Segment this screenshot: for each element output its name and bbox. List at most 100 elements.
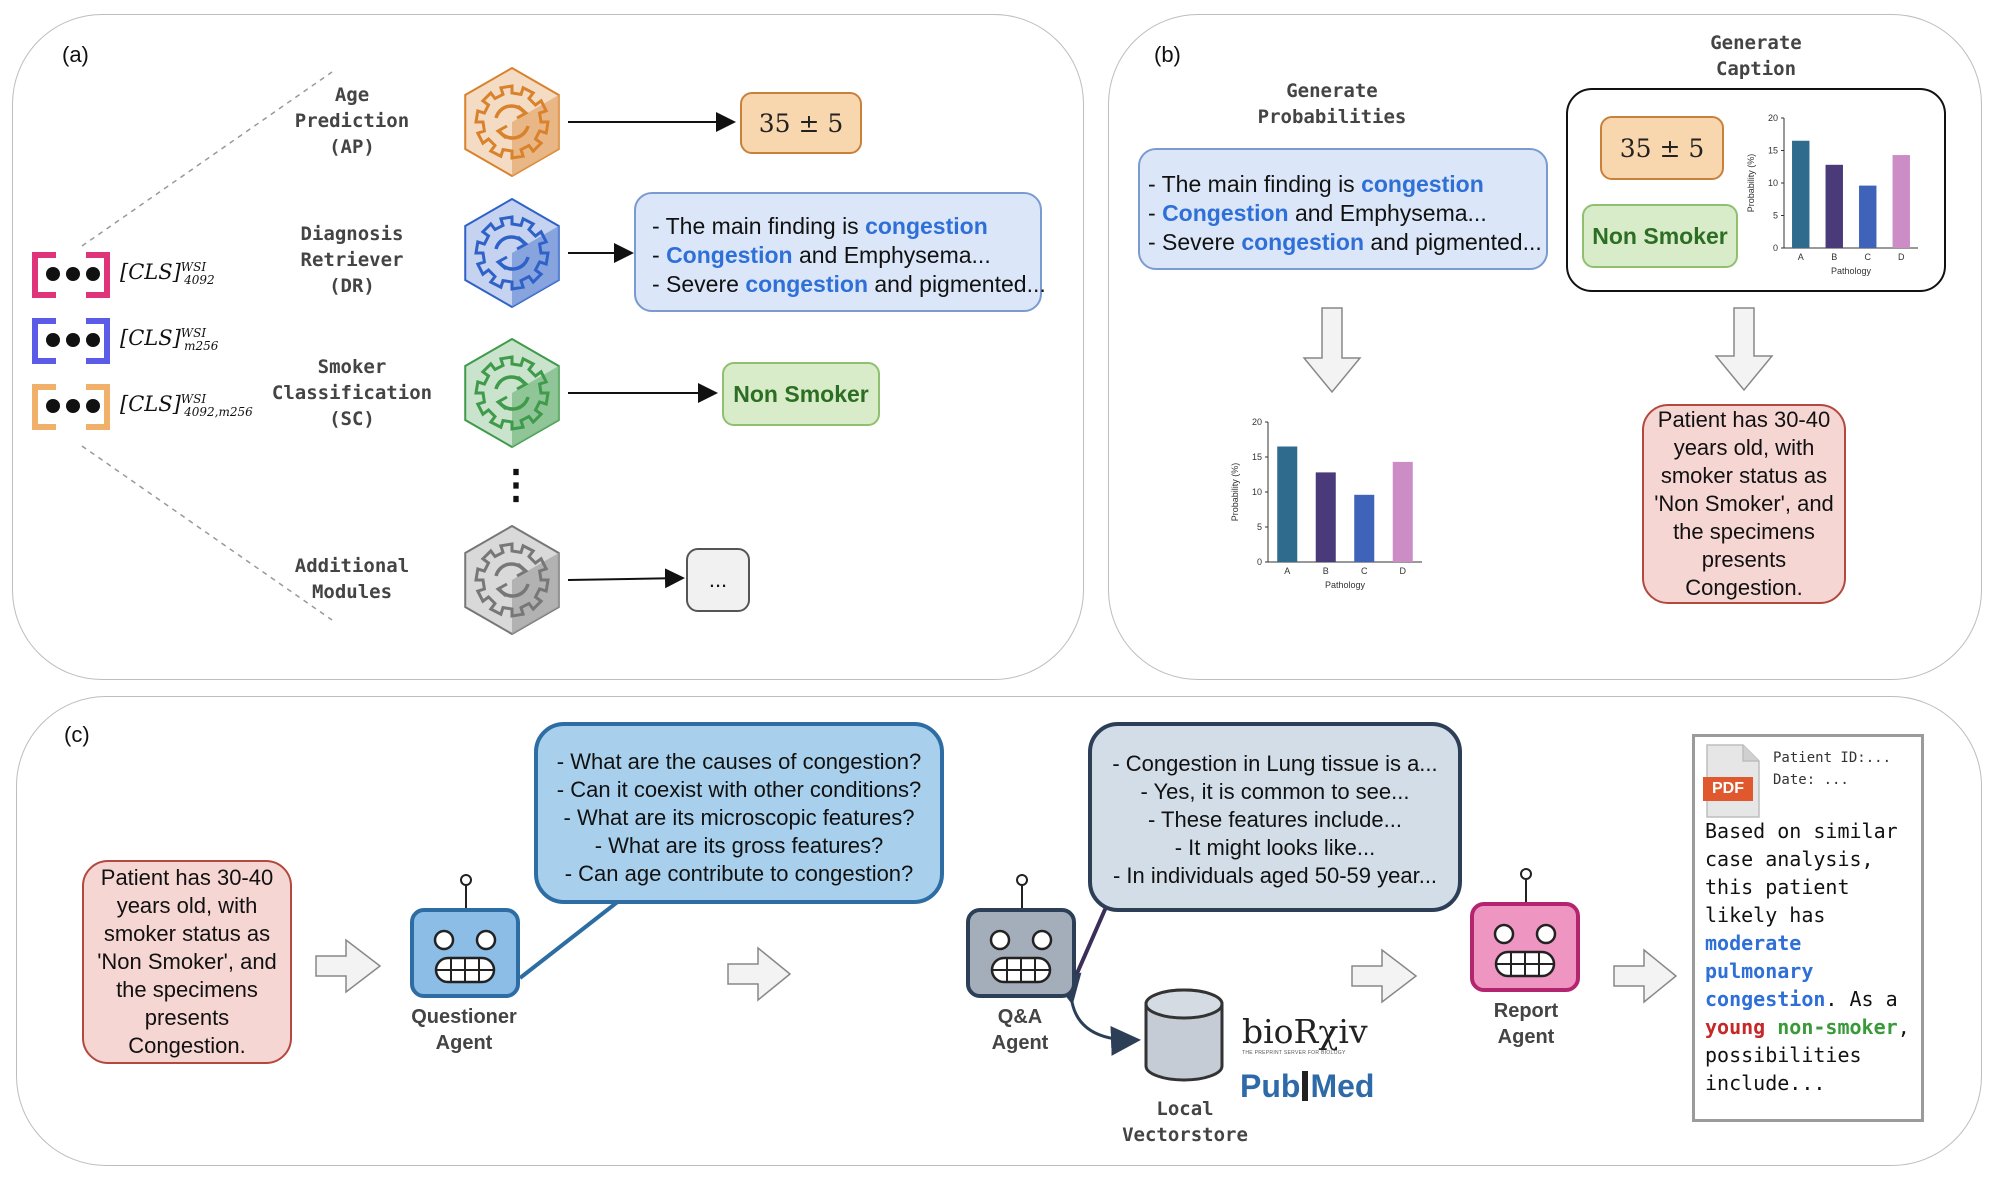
y-tick-label: 15 bbox=[1768, 146, 1778, 156]
y-tick-label: 5 bbox=[1257, 522, 1262, 532]
qa-robot-icon bbox=[966, 908, 1078, 1005]
sc-output-box: Non Smoker bbox=[722, 362, 880, 426]
bar bbox=[1354, 494, 1375, 562]
zoom-line-bottom bbox=[81, 445, 333, 621]
question-item: - What are its gross features? bbox=[594, 833, 884, 858]
age-prediction-module-icon bbox=[464, 66, 560, 178]
y-axis-label: Probability (%) bbox=[1746, 154, 1756, 213]
additional-output-box: ... bbox=[686, 548, 750, 612]
cls-token-label: [CLS]WSIm256 bbox=[120, 326, 219, 354]
module-label-ap: Age Prediction (AP) bbox=[294, 84, 410, 158]
diagnosis-line-text: - Severe bbox=[1148, 229, 1242, 255]
age-output-box: 35 ± 5 bbox=[740, 92, 862, 154]
report-agent-label: Report Agent bbox=[1493, 1000, 1559, 1048]
questioner-robot-face-icon bbox=[410, 908, 520, 998]
y-axis-label: Probability (%) bbox=[1230, 463, 1240, 522]
x-tick-label: B bbox=[1831, 252, 1837, 262]
diagnosis-keyword: Congestion bbox=[1162, 200, 1289, 226]
question-item: - What are its microscopic features? bbox=[563, 805, 915, 830]
module-label-additional: Additional Modules bbox=[294, 555, 410, 603]
answer-item: - Yes, it is common to see... bbox=[1140, 779, 1410, 804]
token-bracket-icon bbox=[32, 252, 110, 298]
diagnosis-line-text: and Emphysema... bbox=[1288, 200, 1487, 226]
y-tick-label: 20 bbox=[1768, 113, 1778, 123]
right-arrow-4 bbox=[1613, 948, 1678, 1004]
smoker-classification-module-icon bbox=[464, 337, 560, 449]
qa-antenna bbox=[1016, 874, 1028, 910]
down-arrow-probabilities bbox=[1302, 307, 1362, 394]
question-item: - What are the causes of congestion? bbox=[556, 749, 922, 774]
x-tick-label: D bbox=[1400, 566, 1407, 576]
module-label-dr: Diagnosis Retriever (DR) bbox=[300, 223, 404, 297]
pubmed-logo-pub: Pub bbox=[1240, 1068, 1301, 1104]
vectorstore-arrow bbox=[1051, 972, 1141, 1056]
down-arrow-caption bbox=[1714, 307, 1774, 392]
diagnosis-line: - The main finding is congestion bbox=[1148, 170, 1546, 199]
x-tick-label: A bbox=[1284, 566, 1290, 576]
bar bbox=[1392, 461, 1413, 562]
generate-probabilities-title: Generate Probabilities bbox=[1257, 80, 1407, 128]
dr-output-lines: - The main finding is congestion- Conges… bbox=[652, 212, 1046, 299]
report-text-1: Based on similar case analysis, this pat… bbox=[1705, 819, 1898, 927]
diagnosis-line: - The main finding is congestion bbox=[652, 212, 1040, 241]
generate-caption-title: Generate Caption bbox=[1710, 32, 1802, 80]
y-tick-label: 5 bbox=[1773, 211, 1778, 221]
y-tick-label: 10 bbox=[1768, 178, 1778, 188]
caption-inputs-box bbox=[1566, 88, 1946, 292]
qa-agent-label: Q&A Agent bbox=[991, 1006, 1049, 1054]
panel-a-label: (a) bbox=[62, 42, 89, 67]
x-tick-label: D bbox=[1898, 252, 1905, 262]
x-tick-label: A bbox=[1798, 252, 1804, 262]
cls-token-label: [CLS]WSI4092,m256 bbox=[120, 392, 253, 420]
pubmed-logo-bar bbox=[1302, 1071, 1309, 1101]
panel-b-label: (b) bbox=[1154, 42, 1181, 67]
vectorstore-label: Local Vectorstore bbox=[1122, 1098, 1248, 1146]
bar bbox=[1892, 155, 1910, 248]
report-text-2: . As a bbox=[1825, 987, 1898, 1011]
dr-output-box: - The main finding is congestion- Conges… bbox=[634, 192, 1046, 312]
report-smoker-term: non-smoker bbox=[1777, 1015, 1898, 1039]
token-dots-icon bbox=[46, 267, 100, 281]
additional-modules-icon bbox=[464, 524, 560, 636]
right-arrow-1 bbox=[315, 938, 382, 994]
answers-list: - Congestion in Lung tissue is a... - Yes… bbox=[1092, 750, 1458, 890]
diagnosis-line: - Congestion and Emphysema... bbox=[1148, 199, 1546, 228]
x-axis-label: Pathology bbox=[1831, 266, 1872, 276]
questioner-antenna bbox=[460, 874, 472, 910]
questions-bubble: - What are the causes of congestion?- Ca… bbox=[534, 722, 944, 904]
pubmed-logo-med: Med bbox=[1310, 1068, 1375, 1104]
report-body: Based on similar case analysis, this pat… bbox=[1705, 817, 1919, 1097]
questioner-bubble-tail bbox=[518, 898, 650, 980]
additional-arrow bbox=[567, 568, 685, 589]
report-text-3 bbox=[1765, 1015, 1777, 1039]
patient-id-text: Patient ID:... bbox=[1773, 750, 1892, 766]
token-dots-icon bbox=[46, 399, 100, 413]
diagnosis-line-text: - Severe bbox=[652, 271, 746, 297]
bar bbox=[1825, 164, 1843, 248]
diagnosis-line-text: - bbox=[652, 242, 667, 268]
bar bbox=[1315, 472, 1336, 562]
diagnosis-line-text: - bbox=[1148, 200, 1163, 226]
dr-text-lines: - The main finding is congestion- Conges… bbox=[1148, 170, 1546, 257]
report-robot-icon bbox=[1470, 902, 1582, 999]
token-bracket-icon bbox=[32, 384, 110, 430]
y-tick-label: 0 bbox=[1257, 557, 1262, 567]
answer-item: - It might looks like... bbox=[1174, 835, 1376, 860]
questions-list: - What are the causes of congestion?- Ca… bbox=[538, 748, 940, 888]
diagnosis-keyword: congestion bbox=[745, 271, 868, 297]
diagnosis-keyword: Congestion bbox=[666, 242, 793, 268]
bar bbox=[1792, 140, 1810, 248]
report-document: PDF Patient ID:... Date: ... Based on si… bbox=[1692, 734, 1924, 1122]
caption-smoker-box: Non Smoker bbox=[1582, 204, 1738, 268]
biorxiv-logo: bioRχiv THE PREPRINT SERVER FOR BIOLOGY bbox=[1242, 1014, 1382, 1057]
vertical-dots: ⋮ bbox=[496, 463, 536, 507]
questioner-agent-label: Questioner Agent bbox=[411, 1006, 517, 1054]
report-diagnosis: moderate pulmonary congestion bbox=[1705, 931, 1826, 1011]
answer-item: - Congestion in Lung tissue is a... bbox=[1112, 751, 1438, 776]
report-age-term: young bbox=[1705, 1015, 1766, 1039]
answer-item: - In individuals aged 50-59 year... bbox=[1112, 863, 1438, 888]
diagnosis-line-text: and pigmented... bbox=[868, 271, 1046, 297]
